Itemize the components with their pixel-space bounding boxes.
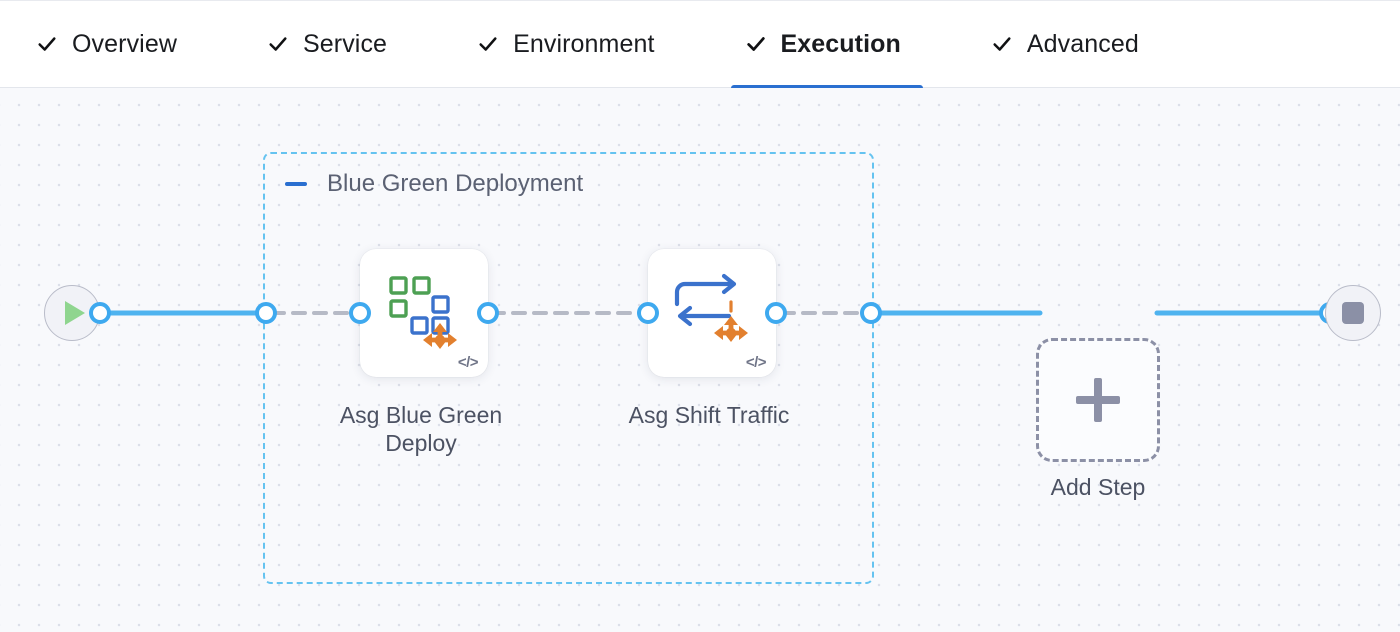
tab-overview[interactable]: Overview [36, 0, 209, 88]
pipeline-canvas[interactable]: Blue Green Deployment [0, 88, 1400, 632]
add-step-button[interactable] [1036, 338, 1160, 462]
port-start-out[interactable] [89, 302, 111, 324]
port-step2-out[interactable] [765, 302, 787, 324]
tab-label-execution: Execution [780, 29, 901, 58]
stage-tab-bar: Overview Service Environment Execution [0, 0, 1400, 90]
tab-execution[interactable]: Execution [730, 0, 933, 90]
step-node-asg-blue-green-deploy[interactable]: </> [360, 249, 488, 377]
asg-blue-green-deploy-icon [389, 276, 457, 349]
tab-label-service: Service [303, 29, 388, 58]
tab-label-environment: Environment [513, 29, 655, 58]
check-icon [745, 33, 767, 55]
port-step1-out[interactable] [477, 302, 499, 324]
tab-label-overview: Overview [72, 29, 177, 58]
check-icon [477, 33, 499, 55]
minus-icon[interactable] [283, 171, 309, 197]
play-icon [65, 301, 85, 325]
tab-service[interactable]: Service [267, 0, 419, 88]
pipeline-end-node[interactable] [1325, 285, 1381, 341]
tab-advanced[interactable]: Advanced [991, 0, 1171, 88]
port-group-out[interactable] [860, 302, 882, 324]
step-label-asg-blue-green-deploy: Asg Blue Green Deploy [339, 402, 503, 457]
code-glyph-icon: </> [457, 354, 479, 371]
tab-active-underline [730, 85, 923, 90]
tab-label-advanced: Advanced [1026, 29, 1139, 58]
check-icon [991, 33, 1013, 55]
move-arrows-icon [423, 323, 457, 349]
port-step2-in[interactable] [637, 302, 659, 324]
step-label-asg-shift-traffic: Asg Shift Traffic [628, 402, 790, 428]
move-arrows-icon [714, 316, 748, 342]
add-step-label: Add Step [1050, 474, 1146, 500]
port-step1-in[interactable] [349, 302, 371, 324]
stage-group-title: Blue Green Deployment [327, 170, 584, 197]
connector-wires [97, 310, 1333, 316]
stage-group-container[interactable] [263, 152, 874, 584]
stop-icon [1342, 302, 1364, 324]
stage-group-header[interactable]: Blue Green Deployment [283, 166, 583, 202]
plus-icon [1076, 378, 1120, 422]
tab-environment[interactable]: Environment [477, 0, 686, 88]
port-group-in[interactable] [255, 302, 277, 324]
check-icon [267, 33, 289, 55]
code-glyph-icon: </> [745, 354, 767, 371]
asg-shift-traffic-icon [674, 273, 748, 342]
step-node-asg-shift-traffic[interactable]: </> [648, 249, 776, 377]
check-icon [36, 33, 58, 55]
